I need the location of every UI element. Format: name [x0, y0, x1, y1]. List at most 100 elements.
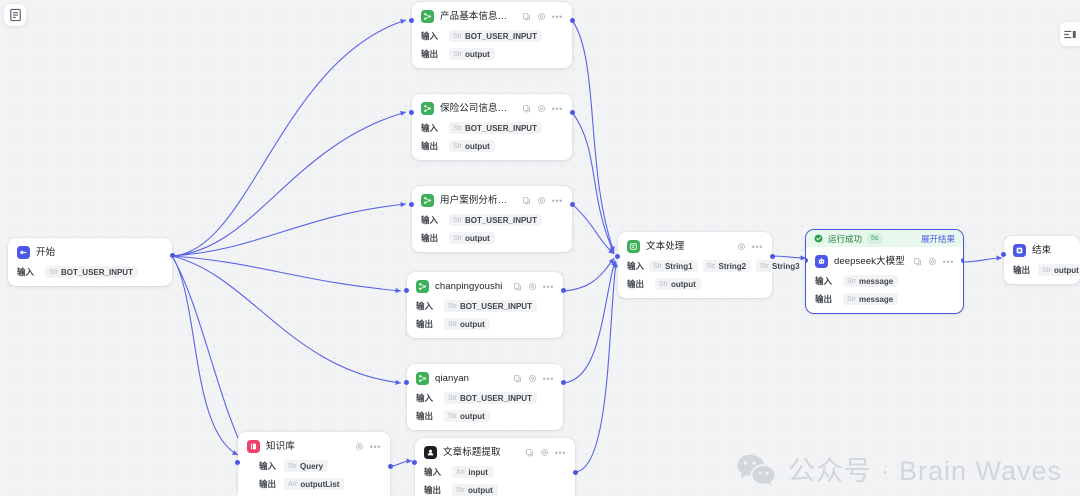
more-icon[interactable]: •••	[751, 241, 763, 252]
input-port[interactable]	[806, 258, 808, 263]
copy-icon[interactable]	[522, 104, 531, 113]
value-pill: Str BOT_USER_INPUT	[444, 300, 537, 312]
input-port[interactable]	[409, 110, 414, 115]
row-label: 输出	[424, 485, 442, 495]
output-port[interactable]	[570, 18, 575, 23]
node-actions[interactable]: •••	[525, 448, 566, 457]
input-port[interactable]	[404, 288, 409, 293]
workflow-icon	[421, 102, 434, 115]
output-port[interactable]	[561, 288, 566, 293]
more-icon[interactable]: •••	[942, 256, 954, 267]
node-header: 文章标题提取 •••	[424, 445, 566, 460]
more-icon[interactable]: •••	[551, 103, 563, 114]
settings-icon[interactable]	[528, 374, 537, 383]
workflow-icon	[421, 194, 434, 207]
output-port[interactable]	[573, 470, 578, 475]
node-actions[interactable]: •••	[522, 196, 563, 205]
row-label: 输入	[424, 467, 442, 477]
settings-icon[interactable]	[355, 442, 364, 451]
input-port[interactable]	[409, 202, 414, 207]
node-flow-product[interactable]: 产品基本信息处理流程 ••• 输入 Str BOT_USER_INPUT 输出 …	[409, 2, 575, 68]
node-row-output: 输出 Str output	[421, 48, 563, 60]
settings-icon[interactable]	[537, 12, 546, 21]
value-pill: Str output	[449, 232, 495, 244]
value-name: Query	[299, 461, 324, 471]
node-text-process[interactable]: 文本处理 ••• 输入 Str String1 Str String2 Str …	[615, 232, 841, 298]
node-title: 开始	[36, 247, 56, 258]
output-port[interactable]	[570, 110, 575, 115]
node-actions[interactable]: •••	[355, 442, 381, 451]
output-port[interactable]	[770, 254, 775, 259]
node-flow-insurance[interactable]: 保险公司信息处理流程 ••• 输入 Str BOT_USER_INPUT 输出 …	[409, 94, 575, 160]
node-row-output: 输出 Str message	[815, 293, 954, 305]
copy-icon[interactable]	[522, 196, 531, 205]
node-flow-case[interactable]: 用户案例分析流程 ••• 输入 Str BOT_USER_INPUT 输出 St…	[409, 186, 575, 252]
node-start[interactable]: 开始 输入 Str BOT_USER_INPUT	[8, 238, 175, 286]
settings-icon[interactable]	[537, 104, 546, 113]
more-icon[interactable]: •••	[542, 281, 554, 292]
input-port[interactable]	[404, 380, 409, 385]
node-actions[interactable]: •••	[737, 242, 763, 251]
value-name: message	[858, 276, 894, 286]
more-icon[interactable]: •••	[551, 11, 563, 22]
input-port[interactable]	[409, 18, 414, 23]
row-label: 输出	[421, 233, 439, 243]
node-title-extract[interactable]: 文章标题提取 ••• 输入 Arr input 输出 Str output 模型	[412, 438, 578, 500]
copy-icon[interactable]	[513, 282, 522, 291]
settings-icon[interactable]	[540, 448, 549, 457]
expand-result-link[interactable]: 展开结果	[920, 233, 955, 244]
type-tag: Str	[448, 394, 457, 402]
output-port[interactable]	[570, 202, 575, 207]
type-tag: Str	[453, 234, 462, 242]
node-actions[interactable]: •••	[513, 282, 554, 291]
node-actions[interactable]: •••	[913, 257, 954, 266]
more-icon[interactable]: •••	[542, 373, 554, 384]
workflow-icon	[421, 10, 434, 23]
node-flow-qianyan[interactable]: qianyan ••• 输入 Str BOT_USER_INPUT 输出 Str…	[404, 364, 566, 430]
node-deepseek[interactable]: 运行成功 5s 展开结果 deepseek大模型 ••• 输入 Str	[806, 230, 963, 313]
panel-toggle-button[interactable]	[1060, 22, 1080, 46]
value-name: BOT_USER_INPUT	[459, 393, 532, 403]
copy-icon[interactable]	[525, 448, 534, 457]
row-label: 输入	[627, 261, 645, 271]
type-tag: Arr	[456, 468, 466, 476]
output-port[interactable]	[961, 258, 963, 263]
value-pill: Str BOT_USER_INPUT	[45, 266, 138, 278]
type-tag: Str	[453, 50, 462, 58]
type-tag: Str	[448, 302, 457, 310]
node-title: qianyan	[435, 373, 469, 384]
input-port[interactable]	[412, 460, 417, 465]
document-button[interactable]	[4, 4, 26, 26]
type-tag: Str	[453, 124, 462, 132]
value-name: output	[459, 411, 485, 421]
input-port[interactable]	[235, 460, 240, 465]
node-knowledge[interactable]: 知识库 ••• 输入 Str Query 输出 Arr outputList 知…	[235, 432, 393, 500]
settings-icon[interactable]	[928, 257, 937, 266]
copy-icon[interactable]	[522, 12, 531, 21]
copy-icon[interactable]	[913, 257, 922, 266]
settings-icon[interactable]	[737, 242, 746, 251]
node-end[interactable]: 结束 输出 Str output	[1001, 236, 1080, 284]
settings-icon[interactable]	[528, 282, 537, 291]
output-port[interactable]	[388, 464, 393, 469]
node-actions[interactable]: •••	[513, 374, 554, 383]
node-actions[interactable]: •••	[522, 12, 563, 21]
value-name: message	[858, 294, 894, 304]
output-port[interactable]	[561, 380, 566, 385]
more-icon[interactable]: •••	[551, 195, 563, 206]
node-flow-chanpingyoushi[interactable]: chanpingyoushi ••• 输入 Str BOT_USER_INPUT…	[404, 272, 566, 338]
start-icon	[17, 246, 30, 259]
output-port[interactable]	[170, 253, 175, 258]
copy-icon[interactable]	[513, 374, 522, 383]
more-icon[interactable]: •••	[554, 447, 566, 458]
input-port[interactable]	[1001, 252, 1006, 257]
more-icon[interactable]: •••	[369, 441, 381, 452]
value-name: BOT_USER_INPUT	[464, 31, 537, 41]
run-status-text: 运行成功	[828, 233, 863, 244]
bottom-panel-tab[interactable]	[236, 494, 346, 500]
settings-icon[interactable]	[537, 196, 546, 205]
node-actions[interactable]: •••	[522, 104, 563, 113]
workflow-icon	[416, 280, 429, 293]
input-port[interactable]	[615, 254, 620, 259]
